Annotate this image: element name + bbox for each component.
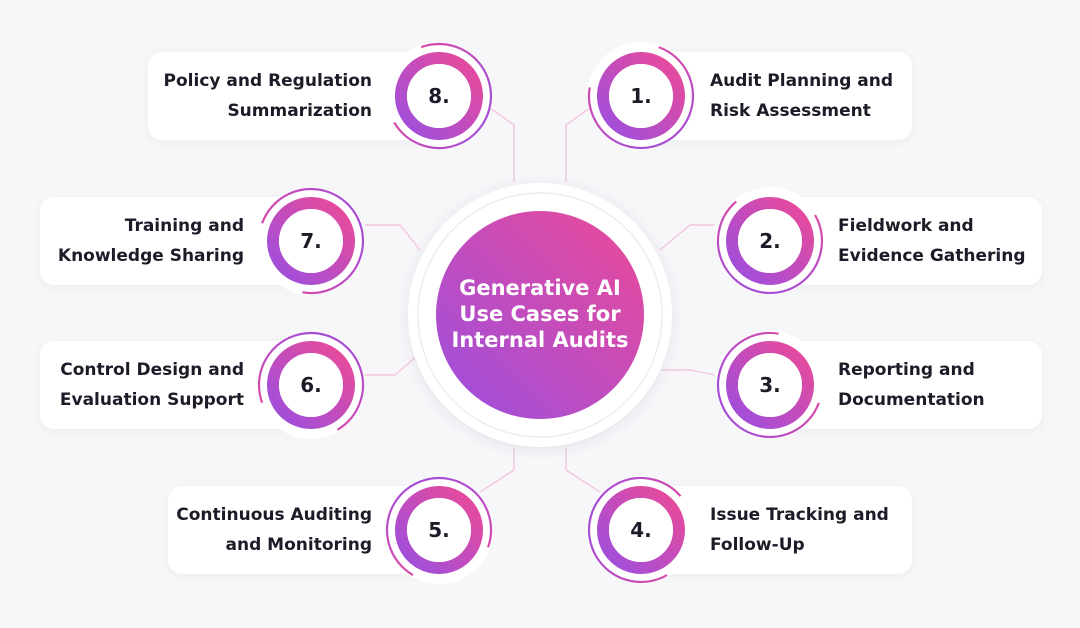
badge-inner-disc — [609, 64, 673, 128]
center-gradient-circle — [436, 211, 644, 419]
item-number-4: 4. — [630, 518, 652, 542]
item-number-8: 8. — [428, 84, 450, 108]
badge-ring-graphic — [716, 331, 824, 439]
item-label-3: Reporting and Documentation — [838, 360, 985, 410]
connector-7 — [365, 224, 421, 251]
item-badge-8: 8. — [384, 41, 494, 151]
item-label-8: Policy and Regulation Summarization — [163, 71, 372, 121]
badge-ring — [267, 197, 355, 285]
badge-ring — [395, 486, 483, 574]
connector-5 — [479, 448, 515, 493]
item-label-7: Training and Knowledge Sharing — [57, 216, 244, 266]
badge-outer-arc — [385, 42, 493, 150]
badge-inner-disc — [279, 209, 343, 273]
item-badge-3: 3. — [715, 330, 825, 440]
badge-ring-graphic — [716, 187, 824, 295]
connector-4 — [565, 448, 601, 493]
badge-ring — [597, 486, 685, 574]
item-label-4: Issue Tracking and Follow-Up — [710, 505, 889, 555]
badge-ring — [726, 341, 814, 429]
item-number-7: 7. — [300, 229, 322, 253]
item-badge-5: 5. — [384, 475, 494, 585]
badge-outer-arc — [587, 476, 695, 584]
item-badge-2: 2. — [715, 186, 825, 296]
connector-8 — [489, 107, 515, 182]
badge-ring-graphic — [257, 331, 365, 439]
item-badge-7: 7. — [256, 186, 366, 296]
badge-inner-disc — [407, 64, 471, 128]
badge-inner-disc — [279, 353, 343, 417]
item-label-5: Continuous Auditing and Monitoring — [176, 505, 372, 555]
connector-1 — [565, 107, 591, 182]
badge-ring — [395, 52, 483, 140]
center-title: Generative AI Use Cases for Internal Aud… — [451, 276, 629, 352]
item-number-3: 3. — [759, 373, 781, 397]
badge-ring-graphic — [385, 476, 493, 584]
badge-ring-graphic — [385, 42, 493, 150]
badge-inner-disc — [738, 209, 802, 273]
connector-3 — [662, 369, 716, 376]
badge-ring — [267, 341, 355, 429]
connector-6 — [365, 354, 419, 376]
item-label-1: Audit Planning and Risk Assessment — [710, 71, 894, 121]
item-number-1: 1. — [630, 84, 652, 108]
item-number-6: 6. — [300, 373, 322, 397]
badge-inner-disc — [609, 498, 673, 562]
badge-outer-arc — [257, 331, 365, 439]
item-label-2: Fieldwork and Evidence Gathering — [838, 216, 1026, 266]
item-number-2: 2. — [759, 229, 781, 253]
badge-ring — [597, 52, 685, 140]
badge-outer-arc — [257, 187, 365, 295]
item-label-6: Control Design and Evaluation Support — [59, 360, 244, 410]
item-badge-1: 1. — [586, 41, 696, 151]
badge-outer-arc — [716, 187, 824, 295]
connector-2 — [659, 224, 715, 251]
item-badge-4: 4. — [586, 475, 696, 585]
badge-ring-graphic — [587, 476, 695, 584]
item-badge-6: 6. — [256, 330, 366, 440]
badge-inner-disc — [407, 498, 471, 562]
item-number-5: 5. — [428, 518, 450, 542]
badge-inner-disc — [738, 353, 802, 417]
badge-ring — [726, 197, 814, 285]
badge-ring-graphic — [587, 42, 695, 150]
badge-ring-graphic — [257, 187, 365, 295]
